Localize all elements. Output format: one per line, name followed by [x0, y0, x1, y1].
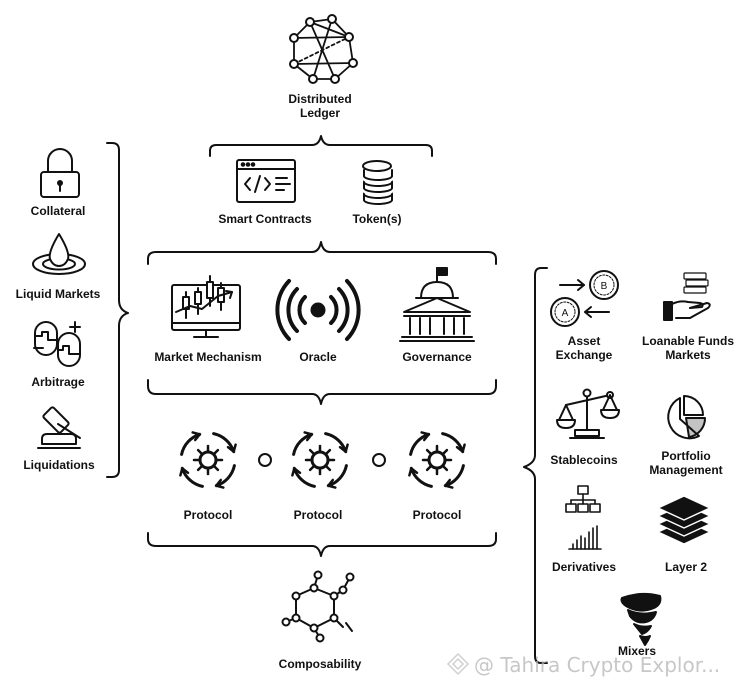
- liquidations-label: Liquidations: [23, 458, 95, 472]
- loanable-funds-label-line2: Markets: [665, 348, 711, 362]
- layer2-label: Layer 2: [665, 560, 707, 574]
- loanable-funds-label-line1: Loanable Funds: [642, 334, 734, 348]
- mechanism-brace: [147, 379, 497, 405]
- portfolio-label-line2: Management: [649, 463, 722, 477]
- padlock-icon: [40, 148, 80, 198]
- code-window-icon: [236, 159, 296, 203]
- candlestick-monitor-icon: [171, 275, 241, 338]
- protocol-label-1: Protocol: [184, 508, 233, 522]
- protocol-gear-icon: [179, 431, 237, 489]
- oracle-label: Oracle: [299, 350, 337, 364]
- layers-icon: [657, 495, 711, 545]
- pie-chart-icon: [667, 395, 707, 440]
- broadcast-icon: [275, 279, 361, 341]
- composability-label: Composability: [279, 657, 362, 671]
- protocol-gear-icon: [408, 431, 466, 489]
- arbitrage-label: Arbitrage: [31, 375, 85, 389]
- collateral-label: Collateral: [31, 204, 86, 218]
- distributed-ledger-label-line1: Distributed: [288, 92, 351, 106]
- protocol-gear-icon: [291, 431, 349, 489]
- asset-swap-icon: [550, 270, 619, 327]
- mixers-label: Mixers: [618, 644, 656, 658]
- tornado-icon: [620, 592, 662, 646]
- connector-dot: [258, 453, 272, 467]
- watermark-text: @ Tahira Crypto Explor...: [474, 653, 720, 677]
- protocol-label-3: Protocol: [413, 508, 462, 522]
- distributed-ledger-label-line2: Ledger: [300, 106, 340, 120]
- hand-money-icon: [663, 272, 711, 321]
- governance-label: Governance: [402, 350, 472, 364]
- connector-dot: [372, 453, 386, 467]
- water-drop-icon: [32, 233, 86, 275]
- balance-scale-icon: [556, 388, 620, 439]
- molecule-icon: [281, 570, 355, 643]
- bank-building-icon: [399, 267, 475, 342]
- left-brace: [106, 142, 129, 478]
- coin-stack-icon: [362, 160, 393, 205]
- asset-exchange-label-line2: Exchange: [556, 348, 613, 362]
- stablecoins-label: Stablecoins: [550, 453, 618, 467]
- arbitrage-chart-icon: [33, 321, 81, 367]
- asset-b-glyph: B: [601, 281, 608, 292]
- asset-exchange-label-line1: Asset: [568, 334, 601, 348]
- market-mechanism-label: Market Mechanism: [154, 350, 261, 364]
- watermark-logo-icon: [446, 652, 470, 676]
- protocol-brace: [147, 532, 497, 557]
- smart-contracts-label: Smart Contracts: [218, 212, 312, 226]
- protocol-label-2: Protocol: [294, 508, 343, 522]
- tokens-label: Token(s): [352, 212, 401, 226]
- asset-a-glyph: A: [562, 308, 569, 319]
- gavel-icon: [37, 406, 81, 449]
- hierarchy-bars-icon: [565, 485, 602, 550]
- network-graph-icon: [289, 14, 358, 84]
- ledger-brace: [209, 135, 433, 157]
- liquid-markets-label: Liquid Markets: [16, 287, 101, 301]
- portfolio-label-line1: Portfolio: [661, 449, 710, 463]
- right-brace: [523, 267, 548, 664]
- contracts-brace: [147, 241, 497, 265]
- derivatives-label: Derivatives: [552, 560, 616, 574]
